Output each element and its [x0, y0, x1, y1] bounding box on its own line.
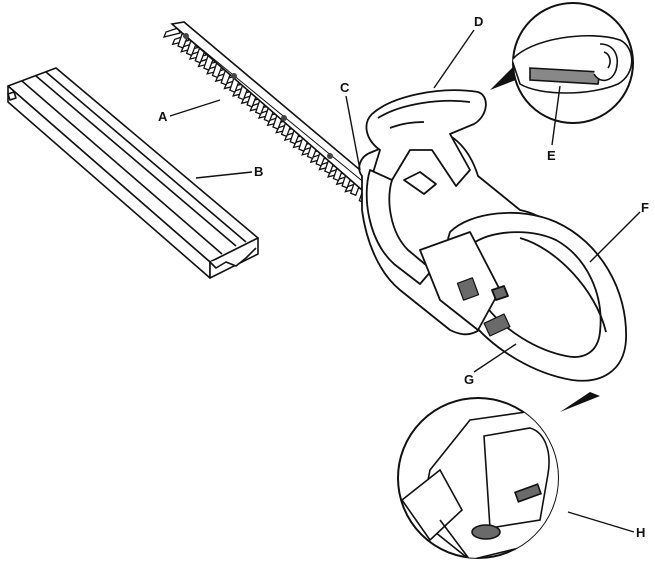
- trimmer-body: [358, 89, 627, 382]
- cutting-blade: [162, 21, 374, 204]
- detail-inset-bottom: [397, 392, 600, 559]
- leader-d: [433, 29, 475, 89]
- leader-b: [195, 171, 253, 179]
- leader-f: [589, 211, 641, 263]
- leader-lines: [169, 29, 641, 533]
- callout-d: D: [474, 14, 483, 29]
- leader-e: [551, 85, 561, 146]
- callout-e: E: [547, 148, 556, 163]
- leader-h: [567, 511, 635, 533]
- callout-c: C: [340, 80, 350, 95]
- leader-c: [345, 95, 361, 171]
- leader-g: [473, 343, 517, 373]
- callout-g: G: [464, 372, 474, 387]
- leader-a: [169, 99, 221, 117]
- callout-a: A: [158, 109, 168, 124]
- callout-f: F: [641, 200, 649, 215]
- callout-b: B: [254, 164, 263, 179]
- blade-sheath: [7, 67, 259, 279]
- callout-h: H: [636, 525, 645, 540]
- detail-inset-top: [490, 2, 634, 124]
- rear-handle: [365, 89, 487, 187]
- callout-labels: A B C D E F G H: [158, 14, 649, 540]
